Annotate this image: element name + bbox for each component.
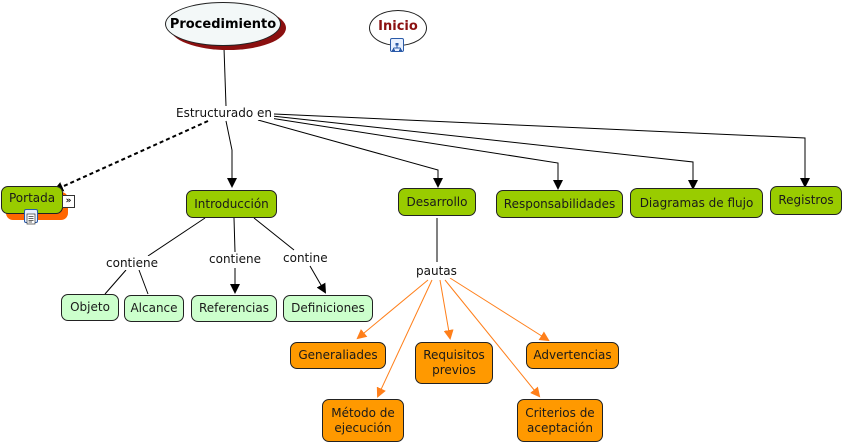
line-pautas-generalidades	[356, 279, 429, 340]
concept-diagramas-de-flujo[interactable]: Diagramas de flujo	[630, 188, 763, 218]
advertencias-label: Advertencias	[533, 348, 612, 362]
concept-registros[interactable]: Registros	[770, 186, 842, 215]
concept-desarrollo[interactable]: Desarrollo	[398, 188, 476, 216]
root-label: Procedimiento	[169, 16, 277, 32]
root-concept-procedimiento[interactable]: Procedimiento	[165, 2, 281, 46]
objeto-label: Objeto	[70, 300, 110, 314]
concept-generalidades[interactable]: Generaliades	[290, 342, 386, 369]
concept-objeto[interactable]: Objeto	[61, 294, 119, 321]
concept-introduccion[interactable]: Introducción	[186, 190, 277, 218]
requisitos-label: Requisitos previos	[423, 348, 485, 377]
line-intro-contine	[253, 217, 295, 251]
link-contiene-1: contiene	[104, 256, 160, 270]
line-intro-contiene1	[147, 217, 206, 257]
definiciones-label: Definiciones	[291, 301, 365, 315]
referencias-label: Referencias	[199, 301, 269, 315]
line-contiene1-objeto	[104, 269, 127, 295]
concept-map-link-icon[interactable]	[390, 38, 404, 52]
concept-metodo-de-ejecucion[interactable]: Método de ejecución	[322, 399, 404, 442]
criterios-label: Criterios de aceptación	[525, 405, 595, 435]
line-estructurado-introduccion	[225, 120, 237, 188]
concept-requisitos-previos[interactable]: Requisitos previos	[415, 342, 493, 384]
concept-criterios-de-aceptacion[interactable]: Criterios de aceptación	[517, 399, 603, 442]
line-intro-contiene2	[233, 217, 236, 253]
diagramas-label: Diagramas de flujo	[639, 195, 754, 210]
link-contiene-2: contiene	[207, 252, 263, 266]
line-estructurado-registros	[273, 113, 810, 188]
registros-label: Registros	[778, 193, 834, 207]
line-estructurado-desarrollo	[257, 119, 443, 188]
line-pautas-metodo	[376, 279, 433, 398]
concept-advertencias[interactable]: Advertencias	[526, 342, 619, 369]
line-root-estructurado	[223, 47, 227, 107]
link-estructurado-en: Estructurado en	[174, 106, 275, 120]
line-contine-definiciones	[309, 265, 326, 294]
link-pautas: pautas	[414, 264, 459, 278]
line-estructurado-portada	[53, 120, 209, 192]
concept-alcance[interactable]: Alcance	[124, 295, 184, 322]
line-contiene1-alcance	[138, 269, 149, 295]
metodo-label: Método de ejecución	[331, 405, 395, 435]
concept-definiciones[interactable]: Definiciones	[283, 295, 373, 322]
forward-arrow-icon[interactable]: »	[62, 195, 75, 208]
document-icon[interactable]	[24, 209, 38, 225]
line-pautas-advertencias	[449, 277, 550, 342]
responsabilidades-label: Responsabilidades	[503, 196, 616, 211]
home-link-inicio[interactable]: Inicio	[369, 10, 427, 46]
concept-responsabilidades[interactable]: Responsabilidades	[496, 190, 623, 218]
home-label: Inicio	[378, 18, 418, 34]
desarrollo-label: Desarrollo	[406, 194, 468, 209]
introduccion-label: Introducción	[194, 196, 269, 211]
line-estructurado-diagramas	[271, 115, 698, 190]
line-estructurado-responsabilidades	[269, 117, 563, 190]
concept-referencias[interactable]: Referencias	[191, 295, 277, 322]
line-pautas-criterios	[444, 279, 541, 398]
generalidades-label: Generaliades	[298, 348, 378, 362]
alcance-label: Alcance	[130, 301, 178, 315]
portada-label: Portada	[9, 190, 56, 205]
link-contine: contine	[281, 251, 330, 265]
line-pautas-requisitos	[439, 279, 454, 340]
